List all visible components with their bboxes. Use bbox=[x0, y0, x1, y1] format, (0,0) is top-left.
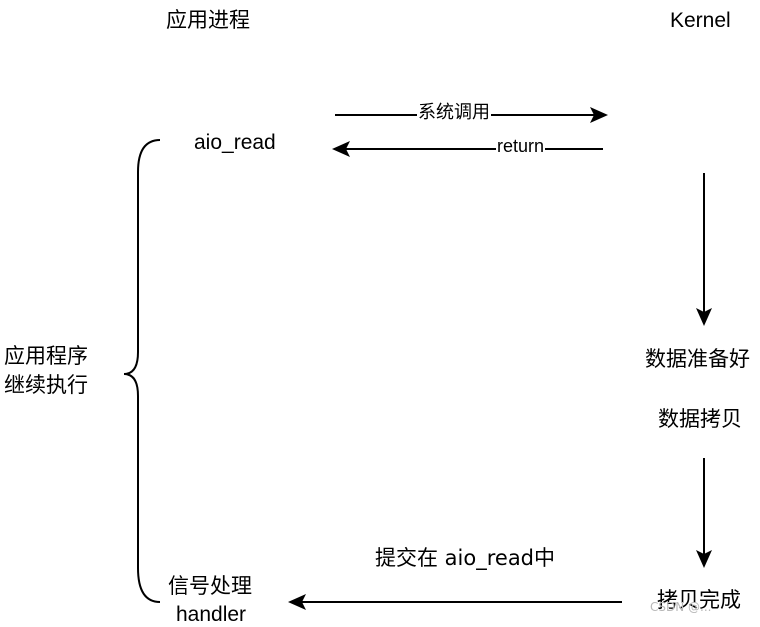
signal-handler-label-line1: 信号处理 bbox=[168, 574, 252, 598]
return-arrow bbox=[332, 141, 603, 157]
header-kernel: Kernel bbox=[670, 9, 731, 32]
return-edge-label: return bbox=[496, 136, 546, 158]
continue-label-line2: 继续执行 bbox=[4, 373, 88, 397]
data-ready-label: 数据准备好 bbox=[645, 347, 750, 371]
continue-label-line1: 应用程序 bbox=[4, 344, 88, 368]
curly-brace bbox=[123, 139, 161, 603]
syscall-edge-label: 系统调用 bbox=[417, 102, 491, 124]
kernel-arrow-down-1 bbox=[696, 173, 712, 326]
copy-done-label: 拷贝完成 bbox=[657, 588, 741, 612]
submit-edge-label: 提交在 aio_read中 bbox=[375, 546, 556, 570]
csdn-watermark: CSDN @... bbox=[650, 600, 712, 614]
signal-handler-label-line2: handler bbox=[176, 603, 247, 626]
aio-read-label: aio_read bbox=[194, 131, 276, 154]
header-app-process: 应用进程 bbox=[166, 8, 250, 32]
kernel-arrow-down-2 bbox=[696, 458, 712, 568]
data-copy-label: 数据拷贝 bbox=[658, 407, 742, 431]
submit-arrow bbox=[288, 594, 622, 610]
